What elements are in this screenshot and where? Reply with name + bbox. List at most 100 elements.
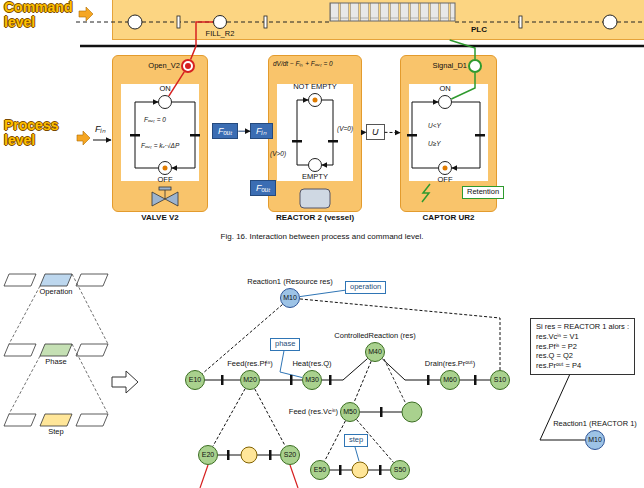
step-place: ControlledReaction (res)M40 (365, 342, 385, 362)
drawing-polygon (4, 414, 36, 426)
drawing-circle (128, 15, 142, 29)
node-text: S20 (284, 451, 296, 459)
connector-layer (135, 22, 585, 470)
connector (452, 102, 480, 168)
tree-links (200, 359, 406, 488)
connector (297, 100, 308, 165)
connector (300, 290, 345, 296)
retention-box: Retention (462, 186, 504, 199)
node-text: Si res = REACTOR 1 alors : (536, 322, 629, 332)
drawing-rect (380, 407, 383, 417)
plc-places (128, 15, 617, 29)
drawing-polygon (76, 414, 108, 426)
node-text: OFF (438, 176, 453, 185)
drawing-rect (177, 16, 180, 28)
node-text: res.Q = Q2 (536, 351, 629, 361)
step-place: E10 (185, 370, 205, 390)
inflow-arrow (93, 140, 111, 141)
connector (300, 299, 500, 370)
node-text: Heat(res.Q) (292, 360, 331, 369)
plc-band: PLC FILL_R2 (112, 0, 644, 40)
connector (238, 131, 250, 132)
node-text: VALVE V2 (141, 213, 179, 222)
node-text: ON (439, 85, 450, 94)
connector (362, 132, 366, 133)
connector (255, 389, 286, 446)
level-separator (80, 45, 644, 48)
level-parallelogram: Step (40, 414, 72, 426)
node-text: OFF (158, 176, 173, 185)
drawing-circle (443, 166, 448, 171)
petri-place: FILL_R2 (213, 15, 227, 29)
connector (213, 389, 245, 447)
node-text: E10 (189, 376, 201, 384)
node-text: PLC (471, 25, 487, 34)
node-text: res.Pfⁱⁿ = P2 (536, 342, 629, 352)
level-parallelogram: Operation (40, 274, 72, 286)
lightning-symbol (422, 184, 430, 202)
connector (325, 421, 346, 461)
mapping-box: Si res = REACTOR 1 alors :res.Vcⁱⁿ = V1r… (530, 318, 635, 375)
connector (460, 380, 490, 381)
node-text: ON (159, 85, 170, 94)
node-text: E50 (314, 466, 326, 474)
drawing-rect (328, 140, 338, 143)
connector (451, 73, 475, 99)
connector (354, 361, 371, 403)
node-text: S10 (494, 376, 506, 384)
node-text: M60 (443, 376, 457, 384)
flow-block: Fₒᵤₜ (212, 123, 238, 139)
drawing-rect (475, 134, 485, 137)
text-label: (V>0) (270, 150, 286, 157)
petri-place: OFF (158, 161, 172, 175)
node-text: Drain(res.Prᵒᵘᵗ) (425, 360, 475, 369)
petri-place: ON (158, 95, 172, 109)
node-text: M10 (283, 294, 297, 302)
connector (218, 455, 280, 456)
step-place: Feed (res.Vcⁱⁿ)M50 (340, 402, 360, 422)
parallelogram-outline (40, 274, 72, 286)
parallelogram-shape (40, 414, 72, 426)
text-label: Fₒᵤₜ = kᵥ·√ΔP (141, 142, 179, 149)
drawing-rect (427, 375, 430, 385)
petri-place: Signal_D1 (468, 59, 482, 73)
drawing-rect (269, 450, 272, 460)
level-parallelogram: Phase (40, 344, 72, 356)
drawing-polygon (165, 192, 178, 206)
text-label: U<Y (428, 122, 441, 129)
text-label: Process level (4, 118, 78, 149)
drawing-line (290, 465, 298, 488)
step-place: S50 (390, 460, 410, 480)
parallelogram-outline (40, 414, 72, 426)
node-text: FILL_R2 (206, 30, 235, 39)
drawing-line (165, 190, 166, 199)
drawing-line (227, 22, 330, 23)
petri-tokens (163, 63, 448, 171)
node-text: Phase (45, 358, 66, 367)
drawing-line (72, 274, 108, 344)
petri-place: Open_V2 (181, 59, 195, 73)
connector (172, 102, 195, 168)
drawing-rect (130, 134, 140, 137)
connector (382, 359, 440, 380)
connector (330, 470, 390, 471)
drawing-rect (379, 465, 382, 475)
node-text: CAPTOR UR2 (423, 213, 475, 222)
drawing-circle (352, 462, 368, 478)
node-text: Retention (467, 188, 499, 197)
text-label: Command level (4, 0, 78, 31)
drawing-line (617, 22, 644, 23)
node-text: NOT EMPTY (293, 83, 337, 92)
parallelogram-shape (40, 274, 72, 286)
step-place: S20 (280, 445, 300, 465)
text-label: dV/dt − Fᵢₙ + Fₒᵤₜ = 0 (273, 60, 333, 67)
node-text: res.Prᵒᵘᵗ = P4 (536, 361, 629, 371)
node-text: Feed (res.Vcⁱⁿ) (289, 408, 338, 417)
connector (412, 102, 438, 168)
stack-links (9, 274, 108, 414)
connector (191, 22, 213, 60)
step-place: E50 (310, 460, 330, 480)
captor-panel: CAPTOR UR2Signal_D1ONOFFRetention (400, 55, 497, 212)
drawing-line (360, 412, 402, 413)
